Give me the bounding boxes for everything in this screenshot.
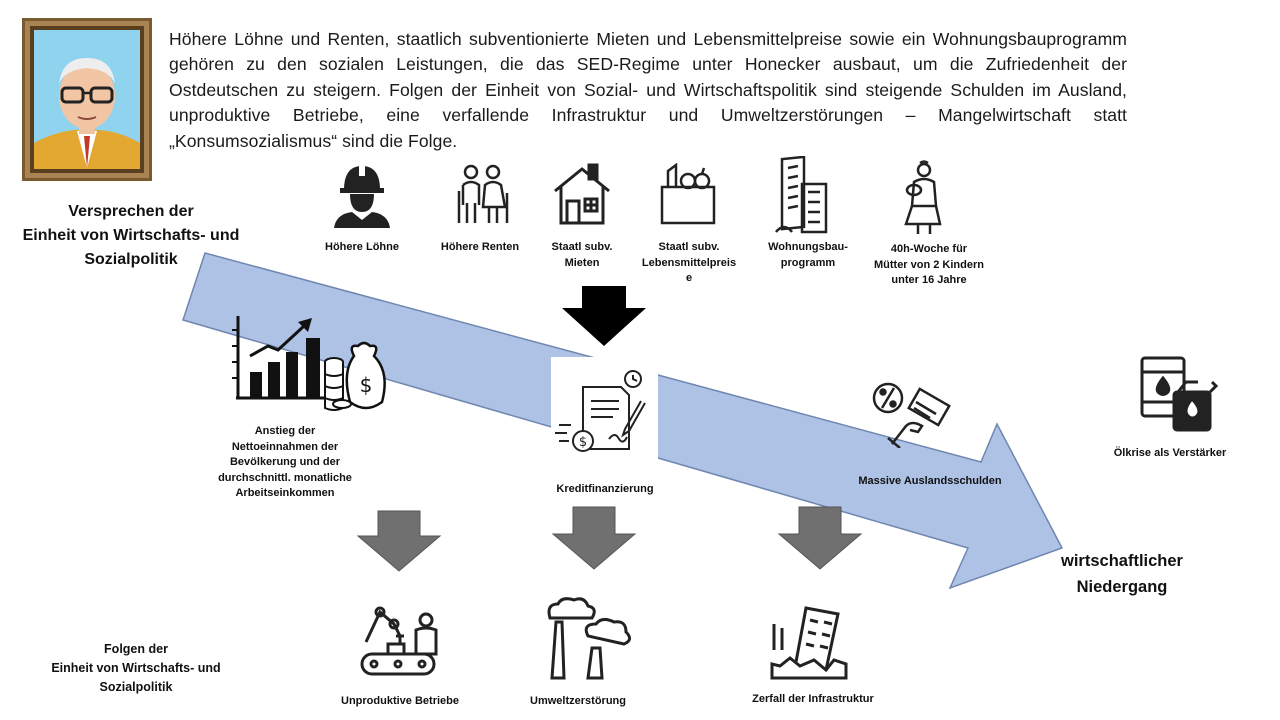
- decline-label: wirtschaftlicher Niedergang: [1061, 552, 1183, 596]
- black-down-arrow: [562, 286, 646, 346]
- grocery-bag-icon: [658, 163, 718, 225]
- promise-label-working-week: 40h-Woche für Mütter von 2 Kindern unter…: [873, 243, 984, 286]
- house-icon: [551, 163, 613, 227]
- promise-label-pensions: Höhere Renten: [440, 241, 520, 253]
- credit-label: Kreditfinanzierung: [556, 483, 654, 495]
- debt-label: Massive Auslandsschulden: [858, 475, 1002, 487]
- construction-worker-icon: [330, 160, 394, 228]
- consequence-label-factories: Unproduktive Betriebe: [341, 695, 459, 707]
- promise-label-housing: Wohnungsbau- programm: [768, 241, 848, 269]
- oil-label: Ölkrise als Verstärker: [1113, 447, 1227, 459]
- promise-label-wages: Höhere Löhne: [325, 241, 399, 253]
- consequence-label-environment: Umweltzerstörung: [530, 695, 626, 707]
- gray-down-arrow-1: [356, 510, 442, 572]
- income-label: Anstieg der Nettoeinnahmen der Bevölkeru…: [218, 425, 352, 499]
- factory-robot-icon: [360, 602, 440, 682]
- contract-money-icon: $: [555, 370, 646, 452]
- collapsing-building-icon: [770, 604, 850, 680]
- consequence-label-infrastructure: Zerfall der Infrastruktur: [752, 693, 874, 705]
- mother-child-icon: [900, 160, 946, 236]
- promise-title: Versprechen der Einheit von Wirtschafts-…: [22, 203, 240, 268]
- gray-down-arrow-2: [551, 506, 637, 570]
- consequence-title: Folgen der Einheit von Wirtschafts- und …: [51, 642, 221, 694]
- debt-handshake-icon: [872, 378, 952, 448]
- gray-down-arrow-3: [777, 506, 863, 570]
- oil-barrel-icon: [1138, 352, 1218, 432]
- promise-label-food: Staatl subv. Lebensmittelpreis e: [641, 241, 737, 284]
- income-growth-chart-icon: $: [230, 316, 390, 416]
- promise-label-rents: Staatl subv. Mieten: [551, 241, 613, 269]
- smoking-chimneys-icon: [546, 596, 636, 680]
- apartment-buildings-icon: [774, 156, 832, 236]
- credit-financing-box: $: [551, 357, 658, 467]
- honecker-portrait: [22, 18, 152, 181]
- elderly-couple-icon: [455, 163, 509, 225]
- svg-text:$: $: [360, 373, 373, 397]
- svg-text:$: $: [579, 435, 587, 450]
- intro-paragraph: Höhere Löhne und Renten, staatlich subve…: [169, 29, 1127, 151]
